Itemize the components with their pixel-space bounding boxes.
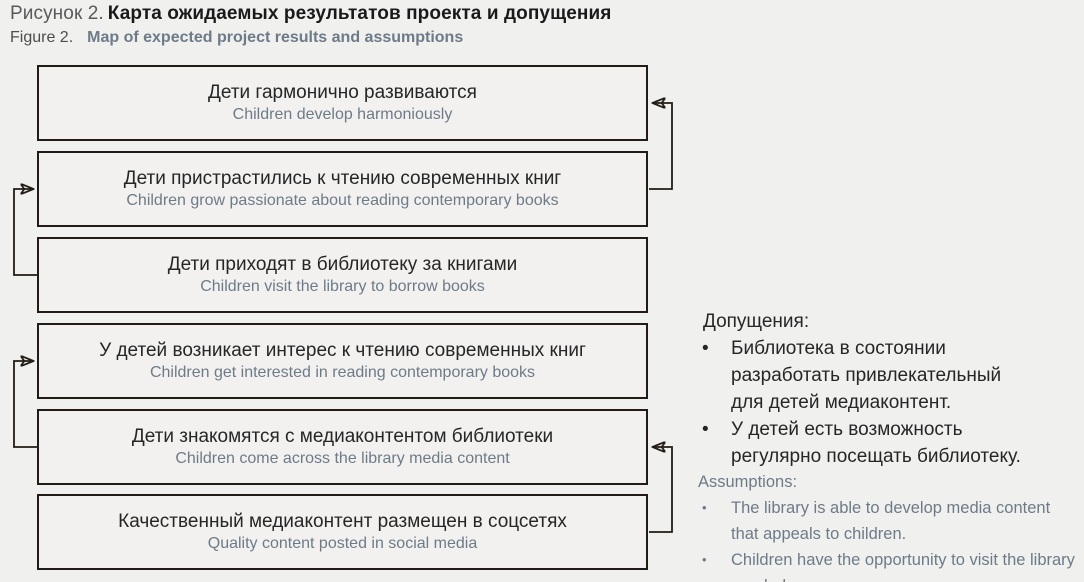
figure-title-en-text: Map of expected project results and assu… (87, 29, 464, 46)
result-box-1: Дети гармонично развиваются Children dev… (37, 65, 648, 141)
figure-label-ru: Рисунок 2. (10, 3, 104, 24)
result-box-5: Дети знакомятся с медиаконтентом библиот… (37, 409, 648, 485)
connector-box3-to-box2 (13, 189, 37, 276)
figure-title-ru: Рисунок 2.Карта ожидаемых результатов пр… (10, 3, 611, 25)
bullet-icon: • (702, 338, 709, 359)
assumption-ru-item: • Библиотека в состоянии разработать при… (698, 335, 1084, 416)
figure-header: Рисунок 2.Карта ожидаемых результатов пр… (10, 3, 611, 47)
result-box-2: Дети пристрастились к чтению современных… (37, 151, 648, 227)
bullet-icon: • (702, 500, 707, 515)
assumption-en-item: • Children have the opportunity to visit… (698, 547, 1084, 582)
result-box-6-ru: Качественный медиаконтент размещен в соц… (118, 511, 567, 532)
result-box-3-en: Children visit the library to borrow boo… (200, 278, 485, 295)
figure-title-ru-text: Карта ожидаемых результатов проекта и до… (107, 3, 612, 24)
bullet-icon: • (702, 419, 709, 440)
assumptions-heading-ru: Допущения: (703, 311, 810, 332)
result-box-3: Дети приходят в библиотеку за книгами Ch… (37, 237, 648, 313)
result-box-3-ru: Дети приходят в библиотеку за книгами (167, 254, 518, 275)
result-box-6-en: Quality content posted in social media (207, 535, 478, 552)
result-box-4: У детей возникает интерес к чтению совре… (37, 323, 648, 399)
connector-box5-to-box4 (13, 361, 37, 448)
assumptions-list-en: • The library is able to develop media c… (698, 495, 1084, 582)
assumption-ru-item: • У детей есть возможность регулярно пос… (698, 416, 1084, 470)
assumption-en-item: • The library is able to develop media c… (698, 495, 1084, 547)
result-box-5-en: Children come across the library media c… (175, 450, 510, 467)
connector-box6-to-box5 (649, 447, 673, 533)
assumptions-panel: Допущения: • Библиотека в состоянии разр… (698, 309, 1084, 582)
result-box-1-ru: Дети гармонично развиваются (208, 82, 477, 103)
result-box-2-en: Children grow passionate about reading c… (126, 192, 559, 209)
assumption-en-text: The library is able to develop media con… (731, 499, 1051, 543)
bullet-icon: • (702, 552, 707, 567)
assumption-ru-text: У детей есть возможность регулярно посещ… (731, 419, 1021, 467)
result-box-4-en: Children get interested in reading conte… (149, 364, 536, 381)
connector-box2-to-box1 (649, 103, 673, 190)
figure-title-en: Figure 2. Map of expected project results… (10, 29, 611, 47)
assumption-ru-text: Библиотека в состоянии разработать привл… (731, 338, 1002, 413)
assumption-en-text: Children have the opportunity to visit t… (731, 551, 1075, 582)
result-box-1-en: Children develop harmoniously (232, 106, 453, 123)
assumptions-list-ru: • Библиотека в состоянии разработать при… (698, 335, 1084, 470)
result-box-4-ru: У детей возникает интерес к чтению совре… (99, 340, 586, 361)
figure-label-en: Figure 2. (10, 29, 74, 46)
result-box-5-ru: Дети знакомятся с медиаконтентом библиот… (131, 426, 554, 447)
assumptions-heading-en: Assumptions: (698, 473, 798, 491)
result-box-6: Качественный медиаконтент размещен в соц… (37, 494, 648, 570)
result-box-2-ru: Дети пристрастились к чтению современных… (123, 168, 562, 189)
